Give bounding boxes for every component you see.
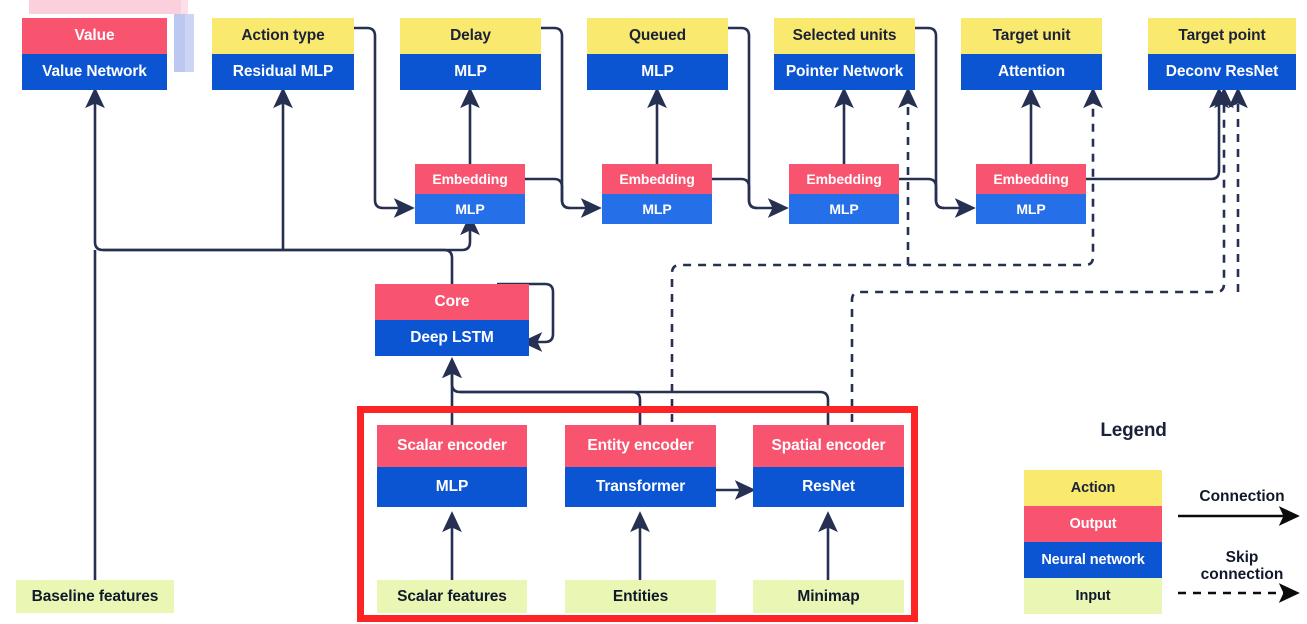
embedding-3-label: Embedding [789, 164, 899, 194]
target-point-network-label: Deconv ResNet [1148, 54, 1296, 90]
embedding-2[interactable]: Embedding MLP [602, 164, 712, 224]
output-head-value[interactable]: Value Value Network [22, 18, 167, 90]
input-entities[interactable]: Entities [565, 580, 716, 613]
encoder-spatial[interactable]: Spatial encoder ResNet [753, 425, 904, 507]
wire-queued-to-embedding-3 [727, 26, 789, 218]
legend-swatch-action: Action [1024, 470, 1162, 506]
legend-swatch-input: Input [1024, 578, 1162, 614]
output-head-action-type[interactable]: Action type Residual MLP [212, 18, 354, 90]
legend-skip-connection-label-line2: connection [1200, 566, 1284, 583]
output-head-selected-units[interactable]: Selected units Pointer Network [774, 18, 915, 90]
entity-encoder-network-label: Transformer [565, 467, 716, 507]
legend-swatch-neural-network: Neural network [1024, 542, 1162, 578]
action-type-network-label: Residual MLP [212, 54, 354, 90]
embedding-1[interactable]: Embedding MLP [415, 164, 525, 224]
input-scalar-features[interactable]: Scalar features [377, 580, 527, 613]
output-head-target-point[interactable]: Target point Deconv ResNet [1148, 18, 1296, 90]
target-unit-action-label: Target unit [961, 18, 1102, 54]
embedding-3[interactable]: Embedding MLP [789, 164, 899, 224]
queued-action-label: Queued [587, 18, 728, 54]
wire-embedding-4-to-deconv-resnet [1086, 87, 1229, 181]
embedding-4-label: Embedding [976, 164, 1086, 194]
wire-embedding-3-to-embedding-4 [899, 177, 945, 210]
embedding-2-network-label: MLP [602, 194, 712, 224]
spatial-encoder-network-label: ResNet [753, 467, 904, 507]
embedding-4[interactable]: Embedding MLP [976, 164, 1086, 224]
scalar-encoder-network-label: MLP [377, 467, 527, 507]
input-minimap[interactable]: Minimap [753, 580, 904, 613]
minimap-label: Minimap [753, 580, 904, 613]
value-action-label: Value [22, 18, 167, 54]
value-network-label: Value Network [22, 54, 167, 90]
encoder-entity[interactable]: Entity encoder Transformer [565, 425, 716, 507]
legend-skip-connection-label-line1: Skip [1225, 549, 1259, 566]
target-point-action-label: Target point [1148, 18, 1296, 54]
target-unit-network-label: Attention [961, 54, 1102, 90]
wire-embedding-1-to-embedding-2 [525, 177, 571, 210]
spatial-encoder-label: Spatial encoder [753, 425, 904, 467]
wire-delay-to-embedding-2 [540, 26, 602, 218]
wire-core-bus-to-embedding-1 [103, 214, 480, 252]
value-network-stack [22, 0, 194, 80]
entity-encoder-label: Entity encoder [565, 425, 716, 467]
wire-embedding-2-to-embedding-3 [712, 177, 758, 210]
legend-swatch-output: Output [1024, 506, 1162, 542]
entities-label: Entities [565, 580, 716, 613]
queued-network-label: MLP [587, 54, 728, 90]
selected-units-action-label: Selected units [774, 18, 915, 54]
encoder-scalar[interactable]: Scalar encoder MLP [377, 425, 527, 507]
embedding-2-label: Embedding [602, 164, 712, 194]
wire-action-type-to-embedding-1 [353, 26, 415, 218]
wire-selected-units-to-embedding-4 [914, 26, 976, 218]
embedding-1-label: Embedding [415, 164, 525, 194]
embedding-3-network-label: MLP [789, 194, 899, 224]
input-baseline-features[interactable]: Baseline features [16, 580, 174, 613]
delay-network-label: MLP [400, 54, 541, 90]
scalar-encoder-label: Scalar encoder [377, 425, 527, 467]
core-network-label: Deep LSTM [375, 320, 529, 356]
output-head-target-unit[interactable]: Target unit Attention [961, 18, 1102, 90]
output-head-delay[interactable]: Delay MLP [400, 18, 541, 90]
core-block[interactable]: Core Deep LSTM [375, 284, 529, 356]
core-label: Core [375, 284, 529, 320]
delay-action-label: Delay [400, 18, 541, 54]
encoder-highlight-box [357, 406, 918, 622]
legend-swatches: Action Output Neural network Input [1024, 470, 1162, 614]
selected-units-network-label: Pointer Network [774, 54, 915, 90]
legend-connection-label: Connection [1199, 488, 1285, 505]
legend-arrows [1178, 506, 1300, 603]
legend-title: Legend [1100, 420, 1167, 441]
action-type-action-label: Action type [212, 18, 354, 54]
scalar-features-label: Scalar features [377, 580, 527, 613]
embedding-4-network-label: MLP [976, 194, 1086, 224]
output-head-queued[interactable]: Queued MLP [587, 18, 728, 90]
baseline-features-label: Baseline features [16, 580, 174, 613]
wire-core-to-value-network [85, 87, 454, 284]
legend: Legend Action Output Neural network Inpu… [960, 412, 1307, 624]
embedding-1-network-label: MLP [415, 194, 525, 224]
